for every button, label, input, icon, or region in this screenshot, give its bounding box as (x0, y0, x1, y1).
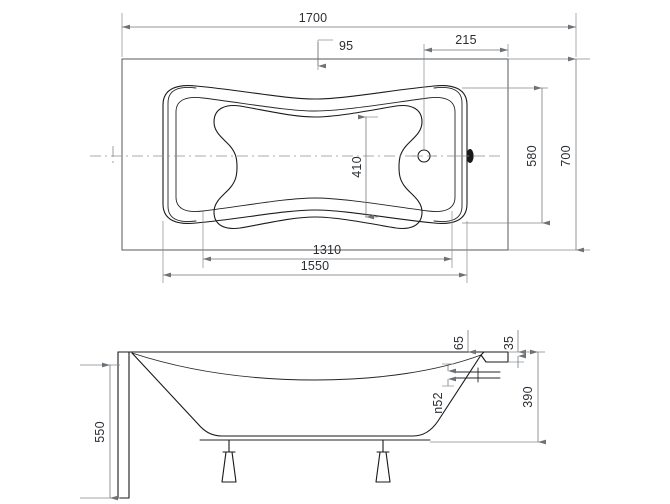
dim-label-drain-offset: 95 (339, 39, 353, 53)
support-leg-left (221, 439, 237, 483)
tub-side-inner-curve (131, 352, 482, 381)
dim-label-inner-width: 410 (350, 156, 364, 177)
tub-outer-offset-left (167, 87, 197, 222)
dim-label-total-height: 550 (93, 421, 107, 442)
tub-basin-outline (213, 104, 423, 230)
tub-side-profile (131, 352, 482, 437)
dim-label-rim-edge: 35 (502, 336, 516, 350)
support-leg-right (375, 439, 391, 483)
dim-label-outlet-diameter: n52 (431, 392, 445, 413)
side-panel-left (117, 351, 130, 499)
dim-label-rim-thickness-offset: 65 (452, 336, 466, 350)
tub-outer-outline (162, 84, 468, 225)
dim-label-base-length-outer: 1550 (301, 259, 330, 273)
tub-rim-inner-line (175, 97, 456, 212)
dim-label-overall-width: 700 (559, 145, 573, 166)
dim-label-tub-height: 390 (521, 386, 535, 407)
top-view-group: 1700 95 215 410 580 700 1310 (90, 11, 590, 283)
dim-label-overflow-offset: 215 (455, 33, 476, 47)
dim-label-inner-span: 580 (525, 145, 539, 166)
dim-label-overall-length: 1700 (299, 11, 328, 25)
rim-lip-block (480, 351, 509, 363)
side-view-group: 550 65 35 n52 390 (80, 330, 546, 501)
dim-label-base-length-inner: 1310 (313, 243, 342, 257)
tub-outer-offset-right (433, 87, 463, 222)
top-view-outer-frame (121, 58, 509, 251)
